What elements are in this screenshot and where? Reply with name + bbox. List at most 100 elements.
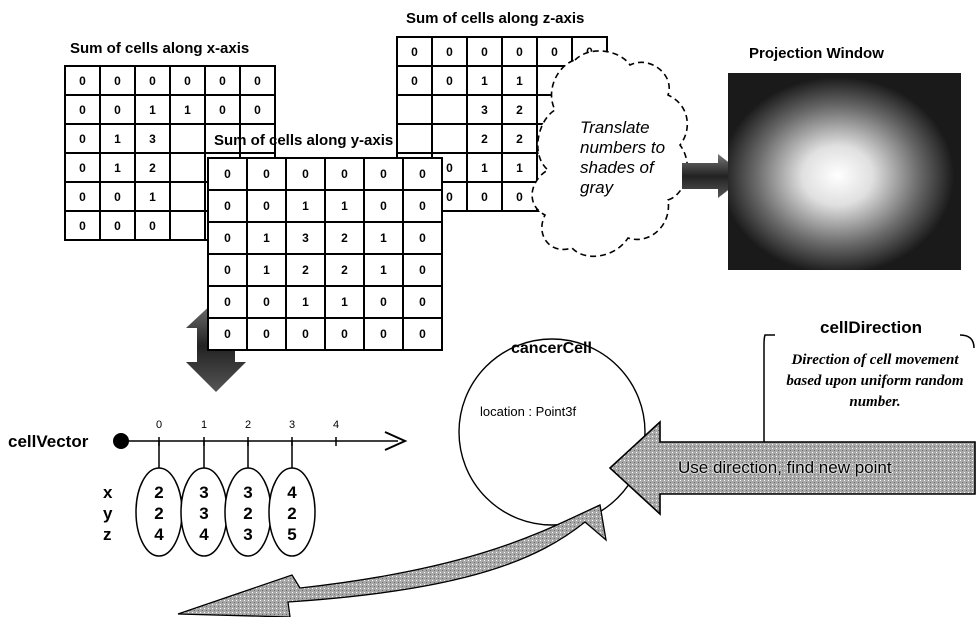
cell-vector-value: 4: [154, 525, 164, 544]
grid-cell: 0: [324, 317, 365, 351]
cell-vector-value: 2: [154, 483, 164, 502]
grid-cell: 0: [99, 181, 136, 212]
grid-cell: 1: [466, 152, 503, 183]
grid-cell: 0: [501, 36, 538, 67]
grid-cell: 1: [99, 123, 136, 154]
cell-vector-oval: [268, 467, 316, 557]
grid-cell: 0: [64, 123, 101, 154]
grid-cell: 0: [402, 285, 443, 319]
grid-cell: 0: [207, 221, 248, 255]
cell-vector-label: cellVector: [8, 432, 89, 451]
curved-swoosh-arrow: [177, 504, 607, 617]
grid-cell: 1: [246, 253, 287, 287]
grid-cell: 0: [134, 65, 171, 96]
translate-cloud-text: Translate numbers to shades of gray: [580, 118, 666, 197]
grid-cell: 2: [324, 221, 365, 255]
cell-vector-value: 4: [199, 525, 209, 544]
grid-cell: 0: [285, 157, 326, 191]
row-label-x: x: [103, 483, 113, 502]
cell-vector-value: 5: [287, 525, 297, 544]
grid-cell: 2: [324, 253, 365, 287]
grid-cell: 3: [285, 221, 326, 255]
axis-tick-label: 3: [289, 419, 296, 431]
grid-cell: 0: [431, 36, 468, 67]
projection-window-title: Projection Window: [749, 45, 884, 62]
grid-cell: 0: [466, 181, 503, 212]
grid-cell: [169, 123, 206, 154]
grid-cell: 0: [402, 157, 443, 191]
grid-cell: 2: [501, 123, 538, 154]
grid-cell: 0: [99, 65, 136, 96]
grid-cell: 0: [207, 253, 248, 287]
grid-cell: 0: [169, 65, 206, 96]
axis-arrowhead: [384, 431, 408, 451]
grid-cell: 1: [285, 189, 326, 223]
cell-vector-value: 3: [199, 504, 209, 523]
cell-vector-value: 4: [287, 483, 297, 502]
grid-cell: 0: [466, 36, 503, 67]
grid-cell: 1: [501, 65, 538, 96]
grid-cell: [239, 123, 276, 154]
axis-tick-label: 1: [201, 419, 208, 431]
cell-direction-title: cellDirection: [816, 318, 927, 338]
grid-cell: 2: [501, 94, 538, 125]
grid-cell: 0: [99, 210, 136, 241]
grid-y-title: Sum of cells along y-axis: [214, 132, 394, 149]
grid-cell: 0: [402, 317, 443, 351]
grid-cell: 1: [324, 189, 365, 223]
grid-cell: 2: [134, 152, 171, 183]
grid-cell: 0: [246, 189, 287, 223]
cell-direction-description: Direction of cell movement based upon un…: [786, 352, 964, 410]
grid-cell: 0: [363, 317, 404, 351]
grid-cell: 0: [431, 65, 468, 96]
grid-cell: 0: [64, 181, 101, 212]
use-direction-arrow: [608, 420, 976, 516]
grid-cell: 1: [99, 152, 136, 183]
cell-vector-value: 3: [243, 483, 253, 502]
grid-cell: [396, 94, 433, 125]
grid-cell: 0: [246, 317, 287, 351]
grid-cell: 0: [246, 157, 287, 191]
grid-cell: 0: [363, 189, 404, 223]
grid-cell: 0: [134, 210, 171, 241]
grid-cell: 0: [285, 317, 326, 351]
grid-cell: 3: [134, 123, 171, 154]
grid-cell: [396, 123, 433, 154]
grid-cell: 0: [239, 94, 276, 125]
grid-cell: 1: [134, 94, 171, 125]
grid-cell: 0: [64, 94, 101, 125]
grid-cell: 3: [466, 94, 503, 125]
grid-cell: 0: [204, 94, 241, 125]
grid-cell: 2: [466, 123, 503, 154]
cancer-cell-title: cancerCell: [511, 340, 592, 357]
grid-cell: [431, 123, 468, 154]
grid-cell: 1: [363, 253, 404, 287]
axis-tick-label: 4: [333, 419, 340, 431]
cancer-cell-circle: [458, 338, 646, 526]
grid-cell: [169, 181, 206, 212]
cell-vector-value: 3: [199, 483, 209, 502]
cell-vector-value: 2: [287, 504, 297, 523]
grid-cell: [431, 94, 468, 125]
grid-cell: 0: [536, 36, 573, 67]
grid-cell: 0: [402, 253, 443, 287]
grid-cell: 0: [207, 157, 248, 191]
grid-cell: 1: [246, 221, 287, 255]
grid-cell: 0: [246, 285, 287, 319]
grid-cell: 0: [64, 152, 101, 183]
grid-cell: 0: [64, 65, 101, 96]
grid-x-title: Sum of cells along x-axis: [70, 40, 250, 57]
grid-cell: 1: [134, 181, 171, 212]
axis-tick-label: 2: [245, 419, 252, 431]
grid-z-title: Sum of cells along z-axis: [406, 10, 585, 27]
grid-cell: 1: [501, 152, 538, 183]
cell-vector-value: 2: [154, 504, 164, 523]
